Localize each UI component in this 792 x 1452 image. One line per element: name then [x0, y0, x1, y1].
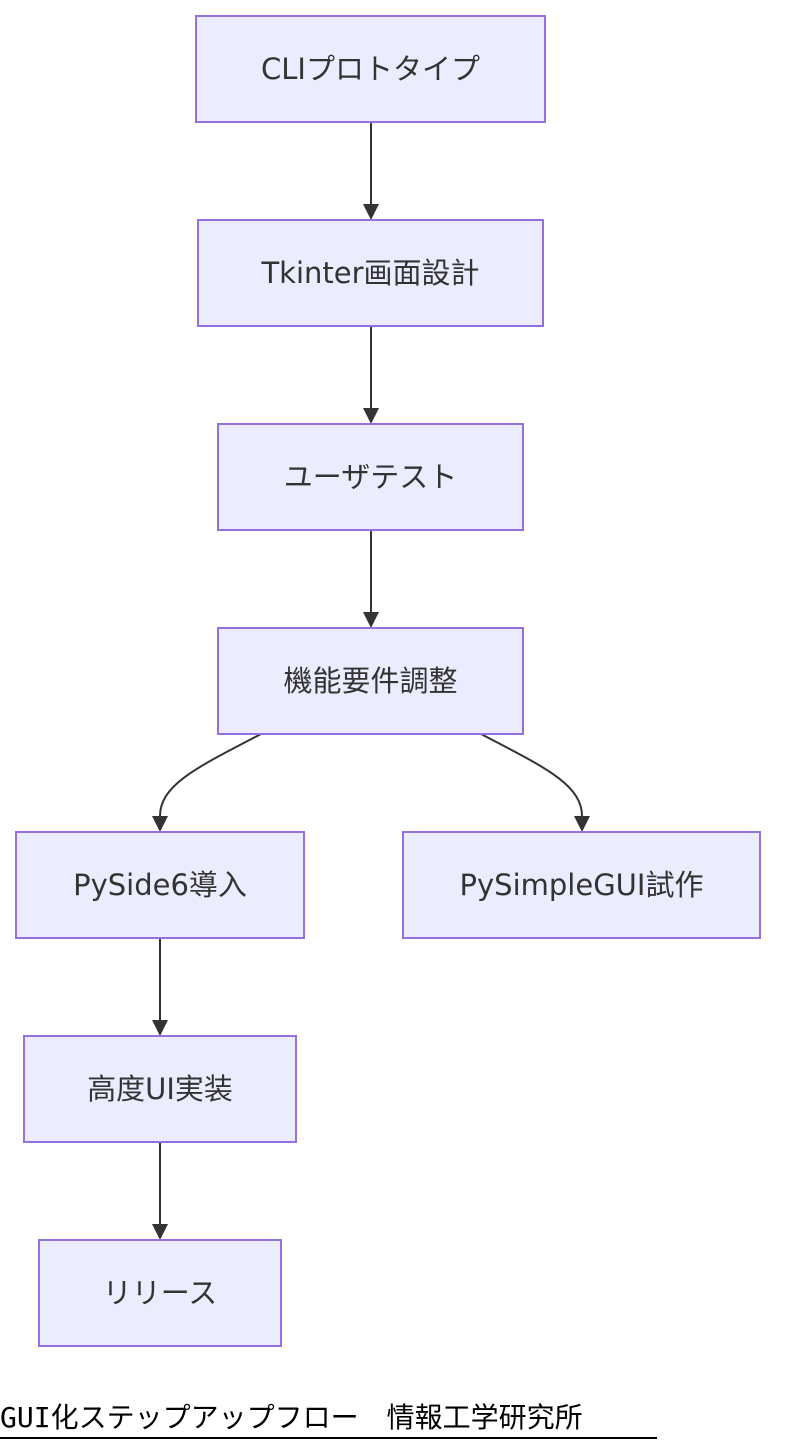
edge-feature-to-pyside — [159, 733, 262, 817]
diagram-caption: GUI化ステップアップフロー 情報工学研究所 — [0, 1401, 583, 1434]
arrow-tkinter-to-usertest — [363, 408, 379, 424]
edge-feature-to-pysimple — [480, 733, 583, 817]
node-pyside6-introduction-label: PySide6導入 — [73, 868, 247, 902]
node-pysimplegui-prototype-label: PySimpleGUI試作 — [460, 868, 704, 902]
node-feature-adjustment-label: 機能要件調整 — [283, 664, 457, 698]
node-cli-prototype-label: CLIプロトタイプ — [261, 52, 480, 86]
edges-layer — [152, 122, 590, 1240]
arrow-feature-to-pyside — [152, 816, 168, 832]
caption-underline — [0, 1437, 657, 1439]
arrow-cli-to-tkinter — [363, 204, 379, 220]
node-advanced-ui-label: 高度UI実装 — [87, 1072, 233, 1106]
node-advanced-ui: 高度UI実装 — [23, 1035, 297, 1143]
node-feature-adjustment: 機能要件調整 — [217, 627, 524, 735]
arrow-pyside-to-advanced — [152, 1020, 168, 1036]
nodes-layer: CLIプロトタイプ Tkinter画面設計 ユーザテスト 機能要件調整 PySi… — [15, 15, 761, 1347]
node-release: リリース — [38, 1239, 282, 1347]
node-cli-prototype: CLIプロトタイプ — [195, 15, 546, 123]
node-pyside6-introduction: PySide6導入 — [15, 831, 305, 939]
node-tkinter-design-label: Tkinter画面設計 — [260, 256, 479, 290]
node-pysimplegui-prototype: PySimpleGUI試作 — [402, 831, 761, 939]
arrow-advanced-to-release — [152, 1224, 168, 1240]
flowchart-diagram: CLIプロトタイプ Tkinter画面設計 ユーザテスト 機能要件調整 PySi… — [15, 15, 761, 1347]
arrow-usertest-to-feature — [363, 612, 379, 628]
node-user-test: ユーザテスト — [217, 423, 524, 531]
node-tkinter-design: Tkinter画面設計 — [197, 219, 544, 327]
node-release-label: リリース — [103, 1276, 218, 1310]
node-user-test-label: ユーザテスト — [284, 460, 457, 494]
arrow-feature-to-pysimple — [574, 816, 590, 832]
